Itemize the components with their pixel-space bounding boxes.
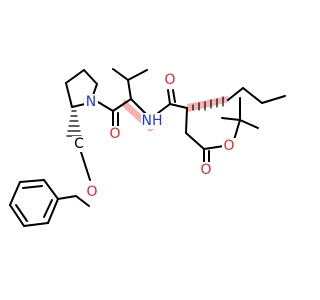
bond [221, 117, 241, 121]
atom-label: O [200, 162, 211, 178]
stereo-highlight-succinate [187, 96, 229, 112]
atom-label: O [109, 126, 120, 142]
atom-o-ester-carbonyl: O [199, 162, 213, 178]
bond [185, 107, 188, 134]
bond [83, 69, 98, 85]
atom-o-ester-single: O [222, 138, 236, 154]
atom-o-ether: O [85, 184, 99, 200]
bond [233, 119, 241, 141]
bond [15, 204, 28, 222]
bond [203, 145, 225, 150]
bond [9, 181, 21, 206]
bonds [9, 68, 286, 227]
bond [47, 198, 59, 224]
bond [19, 179, 45, 183]
bond [185, 132, 205, 150]
bond [239, 119, 259, 129]
atom-label: C [74, 136, 84, 152]
bond [112, 68, 129, 81]
bond [9, 204, 25, 227]
atom-o-amide-2: O [163, 72, 177, 88]
atom-nh-amide: NH [141, 113, 163, 129]
bond [80, 151, 91, 181]
atom-label: N [86, 94, 96, 110]
bond [65, 69, 85, 84]
bond [127, 69, 148, 81]
structure-diagram: N O NH O O O O C [9, 68, 286, 227]
atom-labels: N O NH O O O O C [72, 72, 236, 200]
atom-o-amide-1: O [108, 126, 122, 142]
bond [130, 98, 148, 116]
atom-label: O [223, 138, 234, 154]
bond [75, 195, 90, 207]
atom-label: O [164, 72, 175, 88]
bond [127, 79, 132, 100]
bond [97, 101, 114, 112]
atom-label: O [86, 184, 97, 200]
bond [71, 103, 86, 108]
bond [169, 103, 188, 109]
bond [22, 185, 43, 189]
atom-label: NH [142, 113, 163, 129]
bond [167, 89, 171, 105]
bond [112, 98, 132, 112]
bond [43, 199, 53, 218]
bond [157, 103, 171, 114]
bond [57, 195, 77, 200]
bond [261, 95, 286, 104]
bond [227, 87, 244, 101]
atom-c-methylene: C [72, 136, 86, 152]
bond [172, 89, 176, 103]
atom-n-proline: N [84, 94, 98, 110]
hashed-wedge-bond [66, 110, 82, 137]
bond [65, 82, 73, 108]
bond [43, 179, 59, 200]
hashed-wedge-bond [192, 96, 224, 111]
bond [242, 87, 263, 104]
bond [23, 222, 49, 227]
